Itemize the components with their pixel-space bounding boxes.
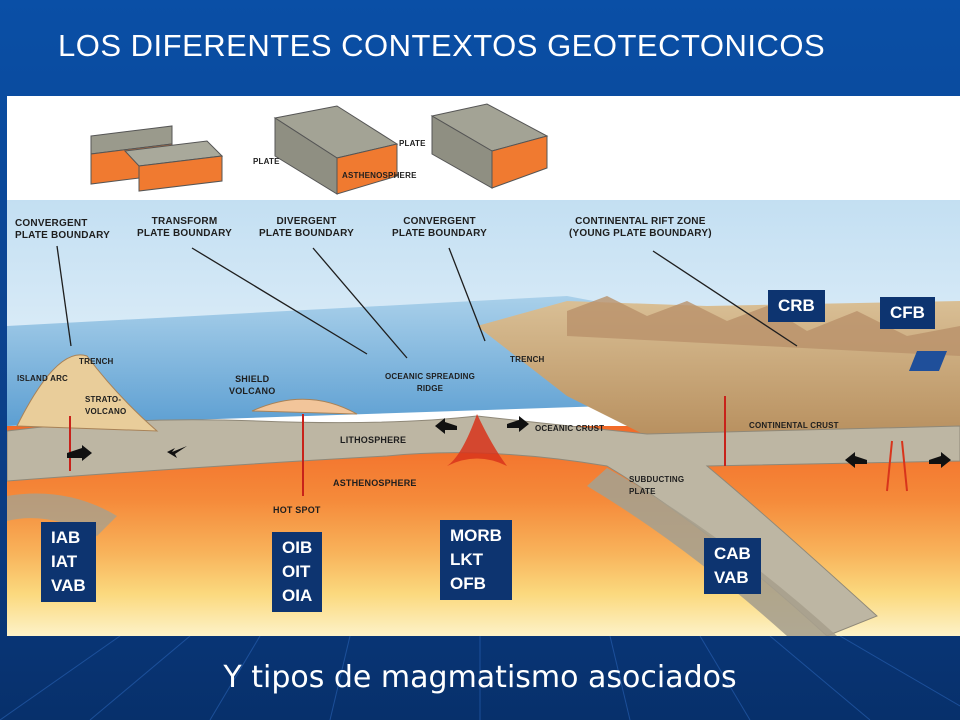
leader-lines bbox=[56, 245, 798, 359]
magma-box-rift: CRB bbox=[768, 290, 825, 322]
label-convergent-boundary-left: CONVERGENT PLATE BOUNDARY bbox=[15, 218, 111, 241]
lithosphere-layer bbox=[7, 415, 960, 636]
divergent-block bbox=[273, 105, 399, 195]
motion-arrows bbox=[67, 416, 951, 468]
label-trench-left: TRENCH bbox=[79, 357, 114, 366]
background-perspective-lines bbox=[0, 636, 960, 720]
label-lithosphere: LITHOSPHERE bbox=[340, 435, 407, 445]
label-island-arc: ISLAND ARC bbox=[17, 374, 69, 383]
magma-box-hotspot: OIB OIT OIA bbox=[272, 532, 323, 612]
slide-subtitle: Y tipos de magmatismo asociados bbox=[223, 660, 737, 695]
block-label-plate-b: PLATE bbox=[399, 139, 426, 148]
magma-box-flood: CFB bbox=[880, 297, 935, 329]
label-transform-boundary: TRANSFORM PLATE BOUNDARY bbox=[137, 216, 233, 239]
label-divergent-boundary: DIVERGENT PLATE BOUNDARY bbox=[259, 216, 355, 239]
label-subducting-plate: SUBDUCTING PLATE bbox=[629, 475, 685, 496]
label-strato-volcano: STRATO- VOLCANO bbox=[85, 395, 127, 416]
magma-box-ridge: MORB LKT OFB bbox=[440, 520, 512, 600]
cfb-marker bbox=[909, 351, 947, 371]
transform-block bbox=[90, 125, 224, 192]
magma-box-continental-arc: CAB VAB bbox=[704, 538, 761, 594]
label-convergent-boundary-right: CONVERGENT PLATE BOUNDARY bbox=[392, 216, 488, 239]
geotectonic-diagram: PLATE PLATE ASTHENOSPHERE CONVERGENT PLA… bbox=[7, 96, 960, 636]
label-oceanic-spreading-ridge: OCEANIC SPREADING RIDGE bbox=[385, 372, 476, 393]
label-hot-spot: HOT SPOT bbox=[273, 505, 321, 515]
slide-title: LOS DIFERENTES CONTEXTOS GEOTECTONICOS bbox=[58, 28, 826, 63]
magma-box-arc: IAB IAT VAB bbox=[41, 522, 96, 602]
label-continental-crust: CONTINENTAL CRUST bbox=[749, 421, 839, 430]
label-asthenosphere: ASTHENOSPHERE bbox=[333, 478, 417, 488]
label-trench-right: TRENCH bbox=[510, 355, 545, 364]
convergent-block bbox=[430, 103, 549, 189]
block-label-plate-a: PLATE bbox=[253, 157, 280, 166]
block-label-asthenosphere: ASTHENOSPHERE bbox=[342, 171, 417, 180]
label-continental-rift-zone: CONTINENTAL RIFT ZONE (YOUNG PLATE BOUND… bbox=[569, 216, 712, 239]
label-shield-volcano: SHIELD VOLCANO bbox=[229, 374, 276, 396]
label-oceanic-crust: OCEANIC CRUST bbox=[535, 424, 605, 433]
